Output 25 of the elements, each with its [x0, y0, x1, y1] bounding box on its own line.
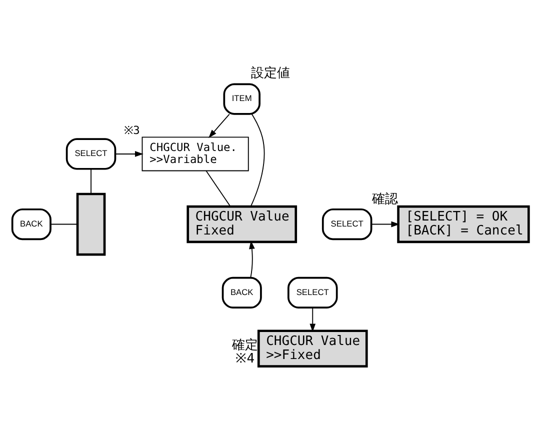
node-label: 確定 [232, 338, 258, 353]
connector [90, 168, 92, 194]
node-label: ※3 [124, 124, 140, 138]
node-box: SELECT [322, 208, 372, 240]
node-box: CHGCUR Value Fixed [186, 205, 298, 244]
connector [206, 170, 231, 207]
node-box: CHGCUR Value >>Fixed [257, 330, 368, 368]
node-box [76, 192, 106, 256]
arrow [208, 114, 230, 138]
connector [50, 224, 78, 225]
node-box: SELECT [288, 276, 338, 309]
arrow [249, 240, 255, 278]
node-label: 確認 [372, 192, 398, 208]
node-box: CHGCUR Value. >>Variable [142, 136, 249, 172]
node-box: ITEM [223, 83, 260, 115]
node-box: BACK [11, 208, 52, 240]
node-box: BACK [222, 276, 262, 309]
diagram-title: 設定値 [251, 66, 290, 81]
arrow [310, 307, 316, 332]
node-box: SELECT [66, 138, 116, 170]
arrow [371, 221, 400, 228]
node-box: [SELECT] = OK [BACK] = Cancel [397, 205, 530, 244]
connector [250, 114, 265, 207]
arrow [115, 151, 144, 157]
node-label: ※4 [236, 352, 255, 367]
